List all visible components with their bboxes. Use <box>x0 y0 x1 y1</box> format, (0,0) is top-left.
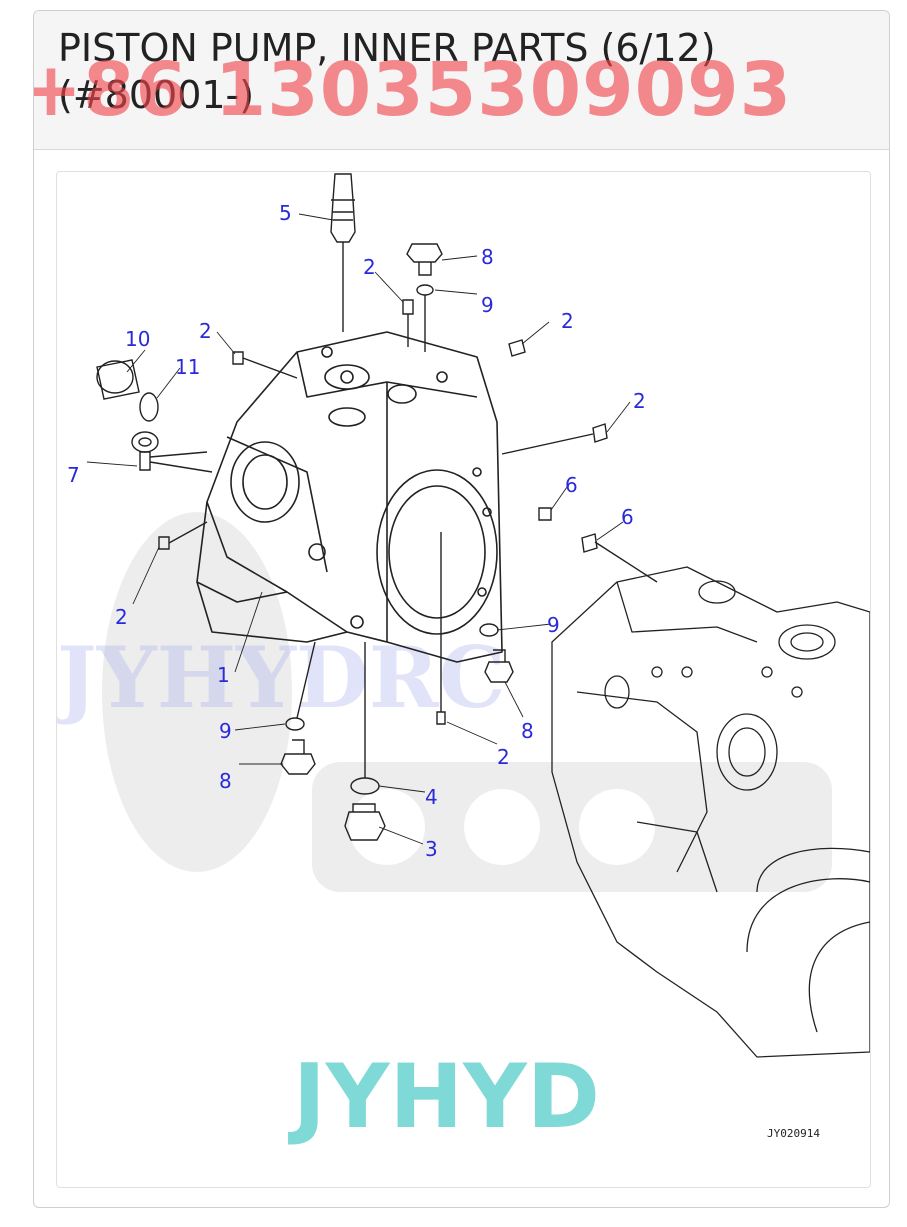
callout-6-lower: 6 <box>621 505 634 529</box>
callout-9-right: 9 <box>547 613 560 637</box>
callout-9-bottom: 9 <box>219 719 232 743</box>
callout-8-right: 8 <box>521 719 534 743</box>
callout-11: 11 <box>175 355 200 379</box>
callout-2-right: 2 <box>633 389 646 413</box>
callout-2-bottom: 2 <box>497 745 510 769</box>
phone-watermark: +86 13035309093 <box>33 47 793 133</box>
second-pump-assembly <box>551 566 870 1058</box>
leader-lines <box>86 213 631 845</box>
callout-6-upper: 6 <box>565 473 578 497</box>
center-watermark: JYHYD <box>288 1045 600 1148</box>
parts-card: PISTON PUMP, INNER PARTS (6/12) (#80001-… <box>33 10 890 1208</box>
callout-9-top: 9 <box>481 293 494 317</box>
callout-labels: 5 8 2 9 2 10 2 11 2 7 6 6 2 9 1 8 9 2 8 … <box>67 201 646 861</box>
callout-2-left-top: 2 <box>199 319 212 343</box>
pump-housing <box>196 331 503 663</box>
card-header: PISTON PUMP, INNER PARTS (6/12) (#80001-… <box>34 11 889 150</box>
callout-1: 1 <box>217 663 230 687</box>
callout-4: 4 <box>425 785 438 809</box>
callout-2-left-bottom: 2 <box>115 605 128 629</box>
callout-7: 7 <box>67 463 80 487</box>
background-logo-watermark <box>102 512 832 892</box>
small-parts <box>96 173 658 841</box>
diagram-canvas: JYHYDRC <box>57 173 870 1148</box>
callout-2-top-right: 2 <box>561 309 574 333</box>
callout-10: 10 <box>125 327 150 351</box>
faint-watermark: JYHYDRC <box>57 628 506 727</box>
callout-8-top: 8 <box>481 245 494 269</box>
callout-8-bottom: 8 <box>219 769 232 793</box>
page-title: PISTON PUMP, INNER PARTS (6/12) (#80001-… <box>58 26 716 117</box>
callout-3: 3 <box>425 837 438 861</box>
drawing-code: JY020914 <box>767 1127 820 1140</box>
exploded-parts-diagram: JYHYDRC <box>56 171 871 1188</box>
callout-5: 5 <box>279 201 292 225</box>
callout-2-top: 2 <box>363 255 376 279</box>
